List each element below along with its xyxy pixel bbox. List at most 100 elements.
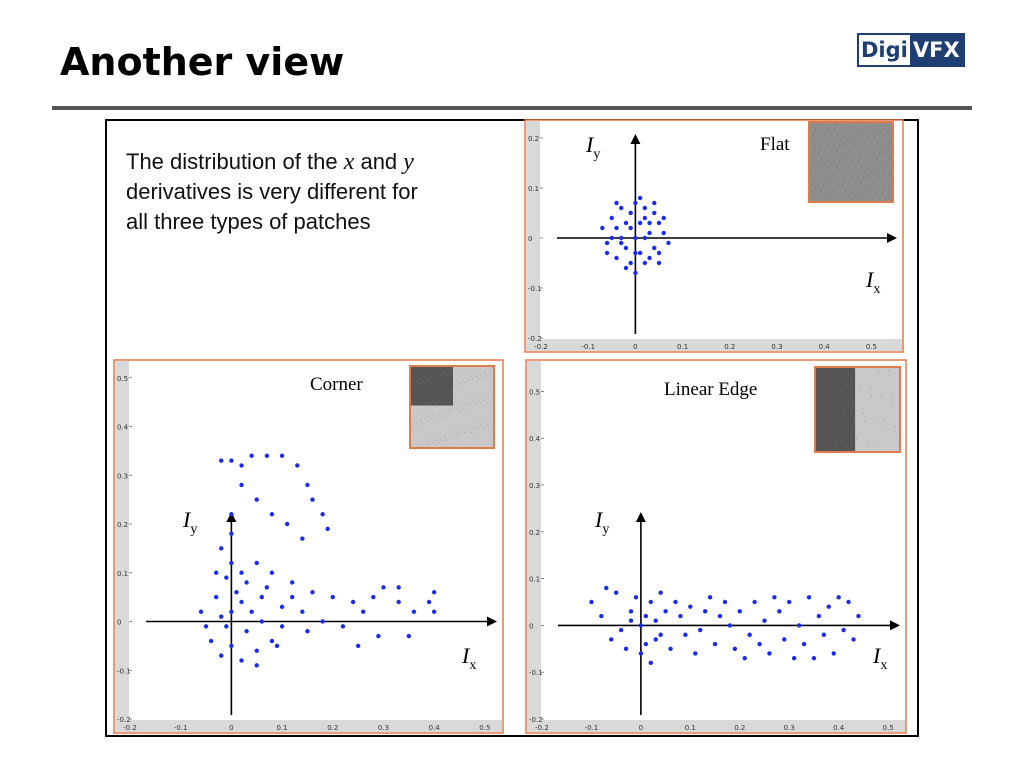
thumbnail-noise [848, 374, 849, 375]
thumbnail-noise [835, 140, 836, 141]
thumbnail-noise [864, 421, 865, 422]
thumbnail-noise [882, 199, 883, 200]
data-point [279, 624, 285, 629]
thumbnail-noise [463, 445, 464, 446]
thumbnail-noise [884, 419, 885, 420]
thumbnail-noise [870, 167, 871, 168]
y-tick-label: 0 [529, 622, 533, 630]
thumbnail-noise [830, 392, 831, 393]
thumbnail-noise [851, 398, 852, 399]
y-tick-label: 0.1 [117, 570, 128, 578]
patch-thumbnail [808, 121, 894, 203]
thumbnail-noise [829, 154, 830, 155]
thumbnail-noise [893, 410, 894, 411]
data-point [229, 458, 234, 463]
thumbnail-noise [459, 419, 460, 420]
thumbnail-noise [896, 434, 897, 435]
data-point [623, 265, 629, 271]
thumbnail-noise [426, 420, 427, 421]
thumbnail-noise [872, 177, 873, 178]
thumbnail-noise [451, 395, 452, 396]
thumbnail-noise [888, 153, 889, 154]
thumbnail-noise [828, 376, 829, 377]
data-point [841, 627, 846, 633]
thumbnail-noise [889, 174, 890, 175]
thumbnail-noise [416, 394, 417, 395]
thumbnail-noise [878, 371, 879, 372]
data-point [666, 240, 671, 246]
data-point [259, 594, 265, 600]
thumbnail-noise [846, 135, 847, 136]
thumbnail-noise [834, 195, 835, 196]
thumbnail-noise [814, 139, 815, 140]
data-point [821, 632, 827, 637]
thumbnail-noise [854, 191, 855, 192]
data-point [239, 482, 244, 488]
thumbnail-noise [447, 425, 448, 426]
x-axis-strip [526, 339, 902, 351]
thumbnail-noise [445, 401, 446, 402]
thumbnail-noise [888, 370, 889, 371]
data-point [647, 255, 652, 261]
data-point [305, 482, 310, 488]
thumbnail-noise [897, 442, 898, 443]
thumbnail-noise [840, 391, 841, 392]
x-tick-label: -0.2 [535, 724, 549, 732]
thumbnail-noise [858, 373, 859, 374]
thumbnail-noise [875, 192, 876, 193]
thumbnail-noise [878, 147, 879, 148]
thumbnail-noise [433, 379, 434, 380]
thumbnail-noise [862, 405, 863, 406]
thumbnail-noise [818, 377, 819, 378]
thumbnail-noise [472, 428, 473, 429]
thumbnail-noise [422, 394, 423, 395]
data-point [652, 245, 657, 251]
thumbnail-noise [819, 180, 820, 181]
thumbnail-noise [848, 177, 849, 178]
thumbnail-noise [435, 403, 436, 404]
thumbnail-noise [823, 184, 824, 185]
data-point [826, 604, 831, 609]
thumbnail-noise [852, 406, 853, 407]
thumbnail-noise [853, 414, 854, 415]
data-point [340, 624, 346, 629]
thumbnail-noise [833, 190, 834, 191]
thumbnail-noise [834, 179, 835, 180]
thumbnail-noise [886, 435, 887, 436]
data-point [648, 599, 653, 605]
thumbnail-noise [868, 141, 869, 142]
thumbnail-noise [812, 129, 813, 130]
thumbnail-noise [860, 161, 861, 162]
thumbnail-noise [815, 188, 816, 189]
data-point [274, 643, 280, 649]
thumbnail-noise [847, 156, 848, 157]
y-tick-label: 0.4 [529, 435, 541, 443]
thumbnail-noise [861, 198, 862, 199]
data-point [426, 599, 432, 605]
thumbnail-noise [827, 144, 828, 145]
thumbnail-noise [458, 410, 459, 411]
data-point [208, 638, 214, 644]
thumbnail-noise [870, 388, 871, 389]
thumbnail-noise [831, 180, 832, 181]
thumbnail-noise [849, 382, 850, 383]
thumbnail-noise [859, 172, 860, 173]
thumbnail-noise [853, 126, 854, 127]
x-axis-strip [527, 720, 905, 732]
thumbnail-noise [420, 392, 421, 393]
data-point [658, 632, 663, 637]
thumbnail-noise [842, 191, 843, 192]
thumbnail-noise [874, 143, 875, 144]
thumbnail-noise [412, 424, 413, 425]
x-tick-label: 0.4 [429, 724, 441, 732]
thumbnail-noise [413, 411, 414, 412]
thumbnail-noise [412, 368, 413, 369]
thumbnail-noise [862, 187, 863, 188]
data-point [229, 531, 234, 536]
thumbnail-dark [816, 368, 856, 451]
thumbnail-noise [855, 196, 856, 197]
y-tick-label: -0.1 [528, 285, 542, 293]
thumbnail-noise [876, 153, 877, 154]
thumbnail-noise [870, 388, 871, 389]
thumbnail-noise [867, 445, 868, 446]
